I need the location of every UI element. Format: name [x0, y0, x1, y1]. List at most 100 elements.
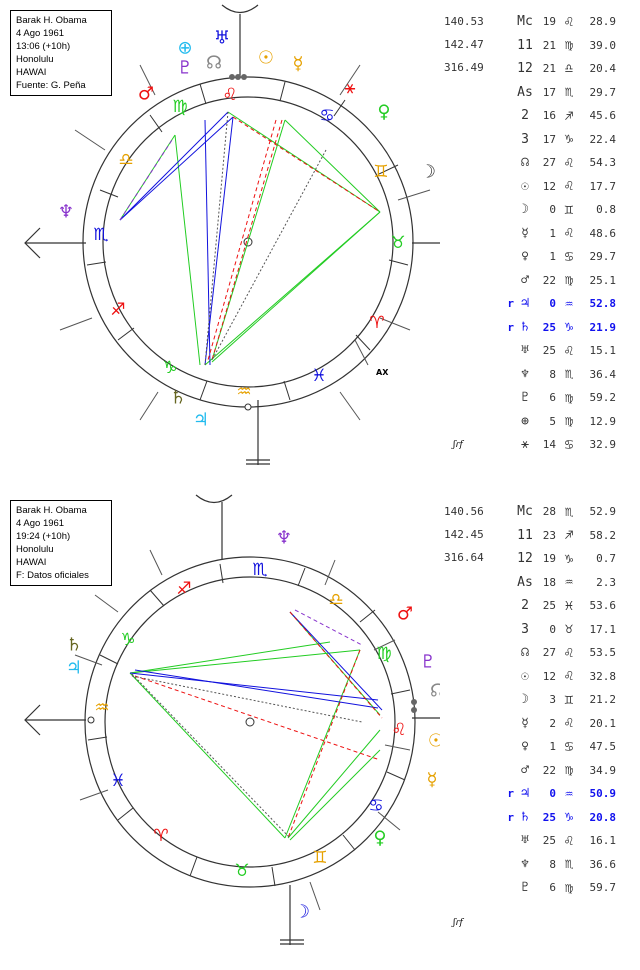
- aspect-lines: [129, 609, 383, 841]
- position-min: 45.6: [589, 109, 617, 123]
- sign-boundary: [199, 83, 207, 105]
- zodiac-sign-icon: ♉: [564, 621, 574, 638]
- aspect-line: [287, 649, 361, 839]
- position-min: 22.4: [589, 132, 617, 146]
- virgo-icon: ♍: [172, 97, 187, 117]
- position-row: ♂22♍25.1: [500, 269, 635, 293]
- jupiter-icon: ♃: [66, 658, 82, 679]
- house-cusp: [139, 391, 159, 421]
- zodiac-inner-ring: [104, 576, 396, 868]
- zodiac-sign-icon: ♌: [564, 715, 574, 732]
- planet-markers: [87, 699, 417, 724]
- venus-icon: ♀: [377, 102, 390, 123]
- zodiac-sign-icon: ♑: [564, 131, 574, 148]
- position-sym: ♅: [521, 343, 529, 359]
- position-deg: 19: [542, 15, 556, 29]
- position-min: 29.7: [589, 250, 617, 264]
- position-min: 20.8: [589, 810, 617, 824]
- position-deg: 17: [542, 85, 556, 99]
- house-cusp: [94, 594, 119, 613]
- birth-data-box: Barak H. Obama 4 Ago 1961 19:24 (+10h) H…: [10, 500, 112, 586]
- sign-boundary: [199, 380, 208, 401]
- position-row: ⊕5♍12.9: [500, 410, 635, 434]
- sign-boundary: [342, 834, 356, 851]
- author-signature: ʃɾf: [453, 918, 463, 928]
- house-cusp: [384, 744, 411, 751]
- position-deg: 2: [549, 716, 556, 730]
- native-name: Barak H. Obama: [16, 15, 87, 26]
- scorpio-icon: ♏: [252, 560, 267, 580]
- position-sym: ♀: [521, 249, 529, 265]
- aspect-line: [134, 675, 381, 761]
- north-node-icon: ☊: [206, 53, 222, 74]
- position-row: ♀1♋47.5: [500, 735, 635, 759]
- sign-boundary: [386, 771, 406, 781]
- position-sym: ♄: [521, 319, 529, 335]
- data-source: F: Datos oficiales: [16, 570, 89, 581]
- position-sym: ☽: [521, 202, 529, 218]
- position-row: ☉12♌32.8: [500, 665, 635, 689]
- position-sym: ☊: [521, 645, 529, 661]
- saturn-icon: ♄: [170, 388, 186, 409]
- planets: ♅ ⊕ ♇ ☊ ☉ ☿ ⚹ ♀ ☽ ♂ ♆ ♄ ♃: [58, 28, 436, 431]
- aspect-line: [129, 649, 361, 674]
- house-cusp: [139, 64, 156, 96]
- aspect-line: [204, 116, 234, 366]
- aspect-line: [284, 119, 381, 213]
- position-min: 52.8: [589, 297, 617, 311]
- position-sym: ♇: [521, 390, 529, 406]
- zodiac-sign-icon: ♏: [564, 366, 574, 383]
- position-deg: 25: [542, 344, 556, 358]
- planet-markers: [229, 74, 252, 411]
- asc-axis-arrow: [24, 704, 41, 736]
- aspect-line: [284, 649, 361, 839]
- aspect-line: [211, 119, 286, 361]
- position-sym: 3: [521, 621, 529, 637]
- aspect-line: [294, 609, 363, 646]
- position-sym: ☽: [521, 692, 529, 708]
- zodiac-sign-icon: ♊: [564, 691, 574, 708]
- planet-marker: [241, 74, 247, 80]
- zodiac-sign-icon: ♌: [564, 225, 574, 242]
- sign-boundary: [390, 689, 411, 695]
- taurus-icon: ♉: [390, 233, 405, 253]
- aspect-line: [119, 116, 234, 221]
- sign-boundary: [359, 609, 376, 623]
- birth-time: 19:24 (+10h): [16, 531, 71, 542]
- birth-city: Honolulu: [16, 544, 54, 555]
- zodiac-sign-icon: ♒: [564, 295, 574, 312]
- position-min: 16.1: [589, 834, 617, 848]
- position-row: ♀1♋29.7: [500, 245, 635, 269]
- zodiac-sign-icon: ♍: [564, 413, 574, 430]
- leo-icon: ♌: [222, 85, 237, 105]
- aspect-line: [289, 611, 383, 711]
- mercury-icon: ☿: [426, 770, 437, 791]
- position-row: ♇6♍59.7: [500, 876, 635, 900]
- position-min: 58.2: [589, 528, 617, 542]
- libra-icon: ♎: [328, 590, 343, 610]
- house-cusp: [373, 639, 396, 651]
- chart-panel-2: ♏ ♐ ♑ ♒ ♓ ♈ ♉ ♊ ♋ ♌ ♍ ♎ ♆ ♂ ♇ ☊ ♅ ☉ ☿ ♀ …: [0, 490, 640, 970]
- position-deg: 8: [549, 857, 556, 871]
- house-cusps: [74, 549, 411, 911]
- capricorn-icon: ♑: [120, 630, 135, 650]
- house-values: 140.53 142.47 316.49: [444, 10, 518, 79]
- sign-boundary: [219, 563, 224, 584]
- position-sym: 2: [521, 108, 529, 124]
- position-min: 17.7: [589, 179, 617, 193]
- position-sym: ☊: [521, 155, 529, 171]
- sign-boundary: [378, 164, 399, 175]
- zodiac-sign-icon: ♍: [564, 389, 574, 406]
- birth-data-box: Barak H. Obama 4 Ago 1961 13:06 (+10h) H…: [10, 10, 112, 96]
- pluto-icon: ♇: [177, 58, 193, 79]
- aspect-line: [174, 134, 201, 366]
- house-cusp: [339, 391, 361, 421]
- position-min: 48.6: [589, 226, 617, 240]
